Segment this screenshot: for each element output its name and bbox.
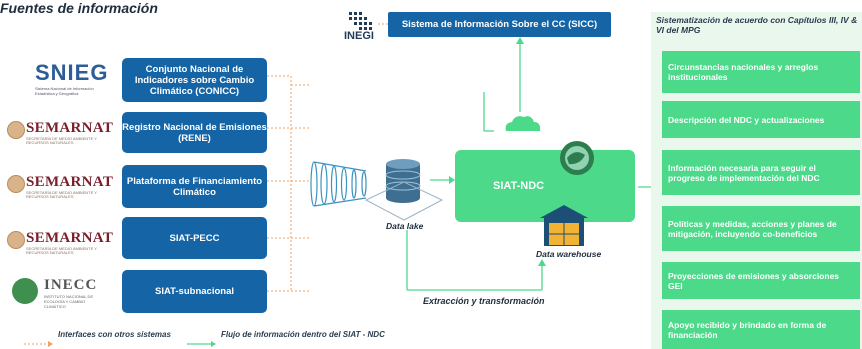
snieg-logo-subtitle: Sistema Nacional de Información Estadíst… [35,86,94,96]
semarnat-logo: SEMARNAT SECRETARÍA DE MEDIO AMBIENTE Y … [26,230,113,255]
semarnat-logo: SEMARNAT SECRETARÍA DE MEDIO AMBIENTE Y … [26,174,113,199]
output-item[interactable]: Descripción del NDC y actualizaciones [662,101,860,138]
semarnat-logo-text: SEMARNAT [26,174,114,190]
semarnat-logo-text: SEMARNAT [26,120,114,136]
database-icon [364,159,444,221]
source-financiamiento-box[interactable]: Plataforma de Financiamiento Climático [122,165,267,208]
sicc-box[interactable]: Sistema de Información Sobre el CC (SICC… [388,12,611,37]
snieg-logo-text: SNIEG [35,60,109,85]
output-item-label: Proyecciones de emisiones y absorciones … [668,270,840,291]
inecc-emblem-icon [12,278,38,304]
cloud-icon [505,116,541,131]
snieg-logo: SNIEG Sistema Nacional de Información Es… [35,60,108,96]
extraction-label: Extracción y transformación [423,296,545,306]
source-label: Plataforma de Financiamiento Climático [126,175,263,198]
siat-ndc-block [455,150,635,222]
output-item-label: Apoyo recibido y brindado en forma de fi… [668,319,827,340]
internal-flow-connectors [406,42,655,291]
legend-external: Interfaces con otros sistemas [58,330,171,339]
semarnat-emblem-icon [7,175,25,193]
warehouse-icon [540,205,588,246]
output-item-label: Descripción del NDC y actualizaciones [668,114,825,125]
legend-internal: Flujo de información dentro del SIAT - N… [221,330,385,339]
source-rene-box[interactable]: Registro Nacional de Emisiones (RENE) [122,112,267,153]
interface-connectors [267,23,392,292]
sources-title: Fuentes de información [0,0,158,16]
source-label: SIAT-PECC [169,232,220,244]
sicc-label: Sistema de Información Sobre el CC (SICC… [401,19,598,30]
source-siat-pecc-box[interactable]: SIAT-PECC [122,217,267,259]
semarnat-logo-subtitle: SECRETARÍA DE MEDIO AMBIENTE Y RECURSOS … [26,136,97,145]
output-item[interactable]: Apoyo recibido y brindado en forma de fi… [662,310,860,349]
inecc-logo-subtitle: INSTITUTO NACIONAL DE ECOLOGÍA Y CAMBIO … [44,294,94,309]
output-item-label: Circunstancias nacionales y arreglos ins… [668,62,819,82]
output-panel-title: Sistematización de acuerdo con Capítulos… [656,15,858,35]
data-lake-label: Data lake [386,221,424,231]
globe-icon [560,141,594,175]
semarnat-emblem-icon [7,231,25,249]
source-label: Conjunto Nacional de Indicadores sobre C… [134,63,255,97]
siat-ndc-label: SIAT-NDC [493,180,545,192]
source-label: Registro Nacional de Emisiones (RENE) [122,121,267,144]
inecc-logo: INECC INSTITUTO NACIONAL DE ECOLOGÍA Y C… [44,277,100,309]
data-warehouse-label: Data warehouse [536,249,602,259]
funnel-icon [310,161,367,207]
output-item[interactable]: Proyecciones de emisiones y absorciones … [662,262,860,299]
output-item-label: Políticas y medidas, acciones y planes d… [668,218,837,239]
inecc-logo-text: INECC [44,277,98,293]
semarnat-logo-text: SEMARNAT [26,230,114,246]
source-conicc-box[interactable]: Conjunto Nacional de Indicadores sobre C… [122,58,267,102]
output-item[interactable]: Información necesaria para seguir el pro… [662,150,860,195]
semarnat-logo-subtitle: SECRETARÍA DE MEDIO AMBIENTE Y RECURSOS … [26,246,97,255]
semarnat-emblem-icon [7,121,25,139]
inegi-dots-icon [349,12,372,30]
semarnat-logo-subtitle: SECRETARÍA DE MEDIO AMBIENTE Y RECURSOS … [26,190,97,199]
inegi-logo-text: INEGI [344,30,374,42]
semarnat-logo: SEMARNAT SECRETARÍA DE MEDIO AMBIENTE Y … [26,120,113,145]
output-item[interactable]: Políticas y medidas, acciones y planes d… [662,206,860,251]
source-siat-subnacional-box[interactable]: SIAT-subnacional [122,270,267,313]
output-item-label: Información necesaria para seguir el pro… [668,162,820,183]
output-item[interactable]: Circunstancias nacionales y arreglos ins… [662,51,860,93]
source-label: SIAT-subnacional [154,286,234,297]
